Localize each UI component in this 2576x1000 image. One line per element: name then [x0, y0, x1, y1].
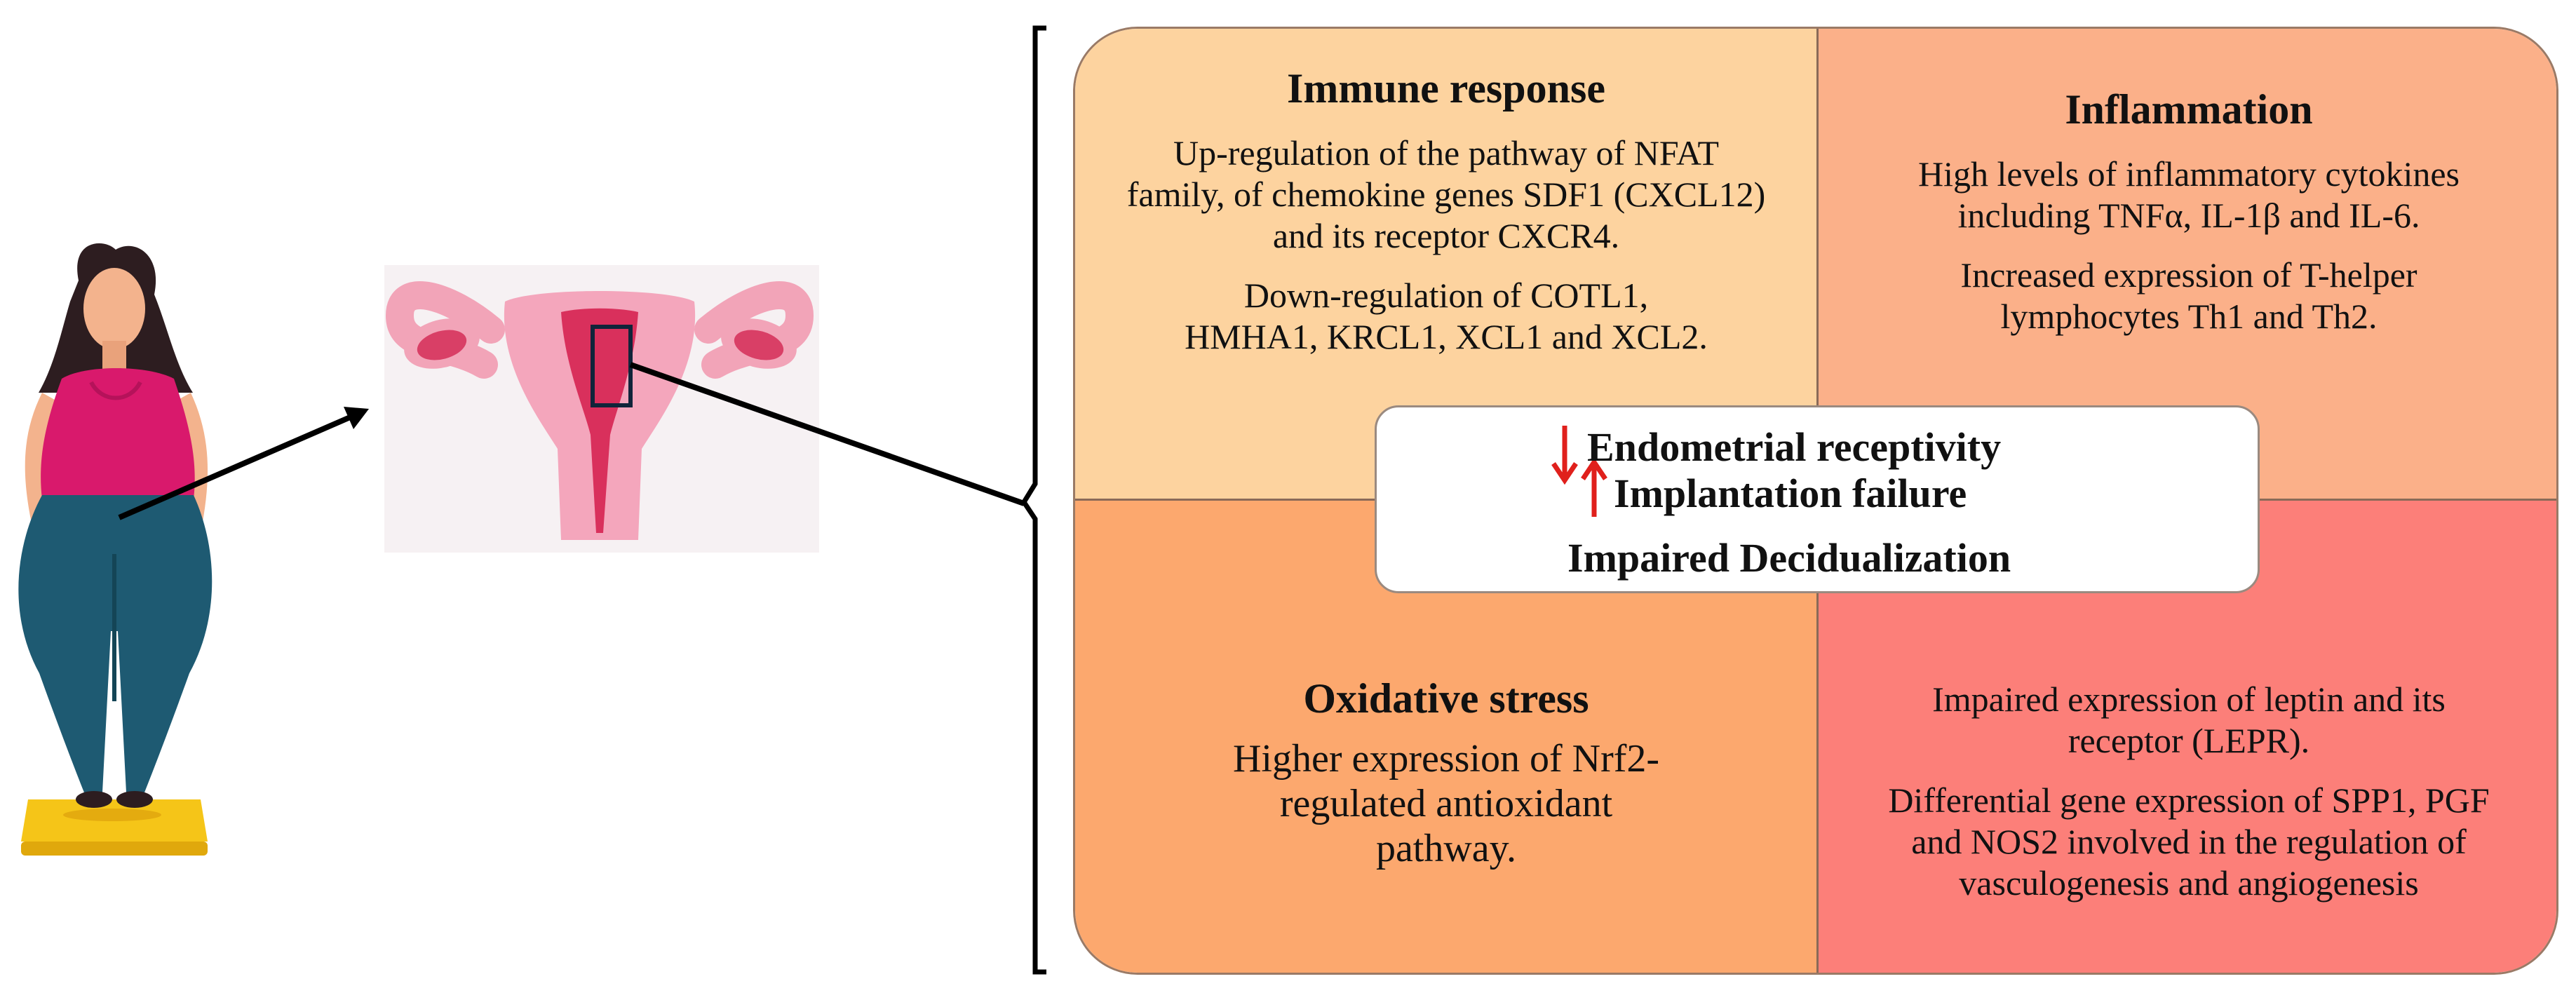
- inflammation-title: Inflammation: [2065, 86, 2313, 133]
- connector-line: [629, 362, 1025, 506]
- down-arrow-icon: [1551, 426, 1578, 485]
- woman-on-scale-icon: [18, 243, 213, 856]
- leptin-text-2: Differential gene expression of SPP1, PG…: [1888, 781, 2490, 903]
- inflammation-text-1: High levels of inflammatory cytokines in…: [1917, 154, 2460, 235]
- pointer-arrow: [118, 407, 369, 520]
- bracket: [1020, 25, 1046, 975]
- outcome-box: Endometrial receptivity Implantation fai…: [1375, 405, 2260, 593]
- up-arrow-icon: [1581, 457, 1607, 517]
- endometrial-receptivity-label: Endometrial receptivity: [1587, 424, 2002, 470]
- immune-text-2: Down-regulation of COTL1, HMHA1, KRCL1, …: [1185, 276, 1708, 356]
- oxidative-text-1: Higher expression of Nrf2-regulated anti…: [1232, 737, 1660, 870]
- immune-text-1: Up-regulation of the pathway of NFAT fam…: [1126, 133, 1766, 255]
- inflammation-text-2: Increased expression of T-helper lymphoc…: [1960, 255, 2417, 336]
- immune-title: Immune response: [1287, 65, 1605, 112]
- oxidative-title: Oxidative stress: [1303, 675, 1589, 722]
- implantation-failure-label: Implantation failure: [1614, 471, 1967, 516]
- leptin-text-1: Impaired expression of leptin and its re…: [1932, 680, 2446, 760]
- uterus-icon: [384, 265, 819, 553]
- impaired-decidualization-label: Impaired Decidualization: [1567, 535, 2011, 581]
